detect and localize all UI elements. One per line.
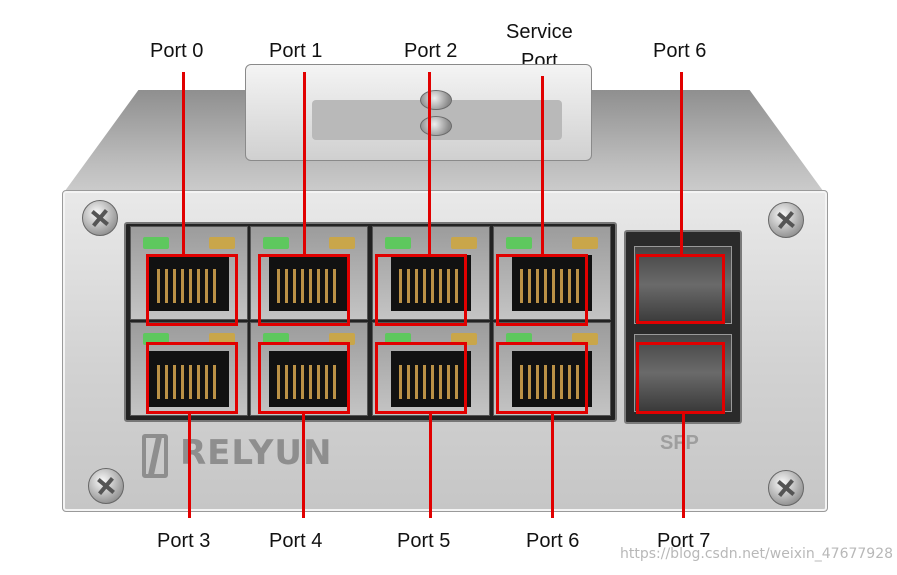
highlight-box-port-6 [496, 342, 588, 414]
sfp-label: SFP [660, 432, 699, 454]
label-port-0: Port 0 [150, 40, 204, 62]
highlight-box-port-0 [146, 254, 238, 326]
sfp-cage-lower [634, 334, 732, 412]
rj45-socket [512, 351, 592, 407]
activity-led [451, 237, 477, 249]
link-led [506, 237, 532, 249]
rj45-socket [391, 255, 471, 311]
label-port-6-top: Port 6 [653, 40, 707, 62]
label-port-6-bottom: Port 6 [526, 530, 580, 552]
relyun-logo-text: RELYUN [180, 433, 333, 473]
leader-line-port-0 [182, 72, 185, 256]
highlight-box-port-1 [258, 254, 350, 326]
rj45-service-port [493, 226, 611, 320]
watermark-url: https://blog.csdn.net/weixin_47677928 [620, 546, 894, 562]
leader-line-port-2 [428, 72, 431, 256]
screw-icon [82, 200, 118, 236]
highlight-box-sfp-port-7 [636, 342, 725, 414]
sfp-cage-upper [634, 246, 732, 324]
leader-line-port-5 [429, 412, 432, 518]
label-port-7: Port 7 [657, 530, 711, 552]
label-port-3: Port 3 [157, 530, 211, 552]
rj45-socket [512, 255, 592, 311]
label-port-1: Port 1 [269, 40, 323, 62]
rj45-port-2 [372, 226, 490, 320]
mounting-stud [420, 90, 452, 110]
activity-led [209, 237, 235, 249]
rj45-socket [149, 351, 229, 407]
rj45-socket [391, 351, 471, 407]
leader-line-port-6 [551, 412, 554, 518]
activity-led [572, 237, 598, 249]
rj45-socket [149, 255, 229, 311]
label-port-4: Port 4 [269, 530, 323, 552]
link-led [385, 237, 411, 249]
activity-led [329, 237, 355, 249]
highlight-box-service-port [496, 254, 588, 326]
rj45-port-3 [130, 322, 248, 416]
leader-line-port-6-top [680, 72, 683, 256]
highlight-box-port-5 [375, 342, 467, 414]
label-port-5: Port 5 [397, 530, 451, 552]
leader-line-port-1 [303, 72, 306, 256]
rj45-socket [269, 351, 349, 407]
rj45-port-5 [372, 322, 490, 416]
screw-icon [768, 470, 804, 506]
link-led [143, 237, 169, 249]
rj45-socket [269, 255, 349, 311]
screw-icon [768, 202, 804, 238]
leader-line-port-7 [682, 412, 685, 518]
highlight-box-port-3 [146, 342, 238, 414]
mounting-stud [420, 116, 452, 136]
highlight-box-port-4 [258, 342, 350, 414]
highlight-box-port-2 [375, 254, 467, 326]
leader-line-port-3 [188, 412, 191, 518]
leader-line-service-port [541, 76, 544, 256]
label-port-2: Port 2 [404, 40, 458, 62]
relyun-logo-icon [142, 434, 168, 478]
link-led [263, 237, 289, 249]
highlight-box-sfp-port-6 [636, 254, 725, 324]
screw-icon [88, 468, 124, 504]
leader-line-port-4 [302, 412, 305, 518]
rj45-port-6 [493, 322, 611, 416]
rj45-port-0 [130, 226, 248, 320]
